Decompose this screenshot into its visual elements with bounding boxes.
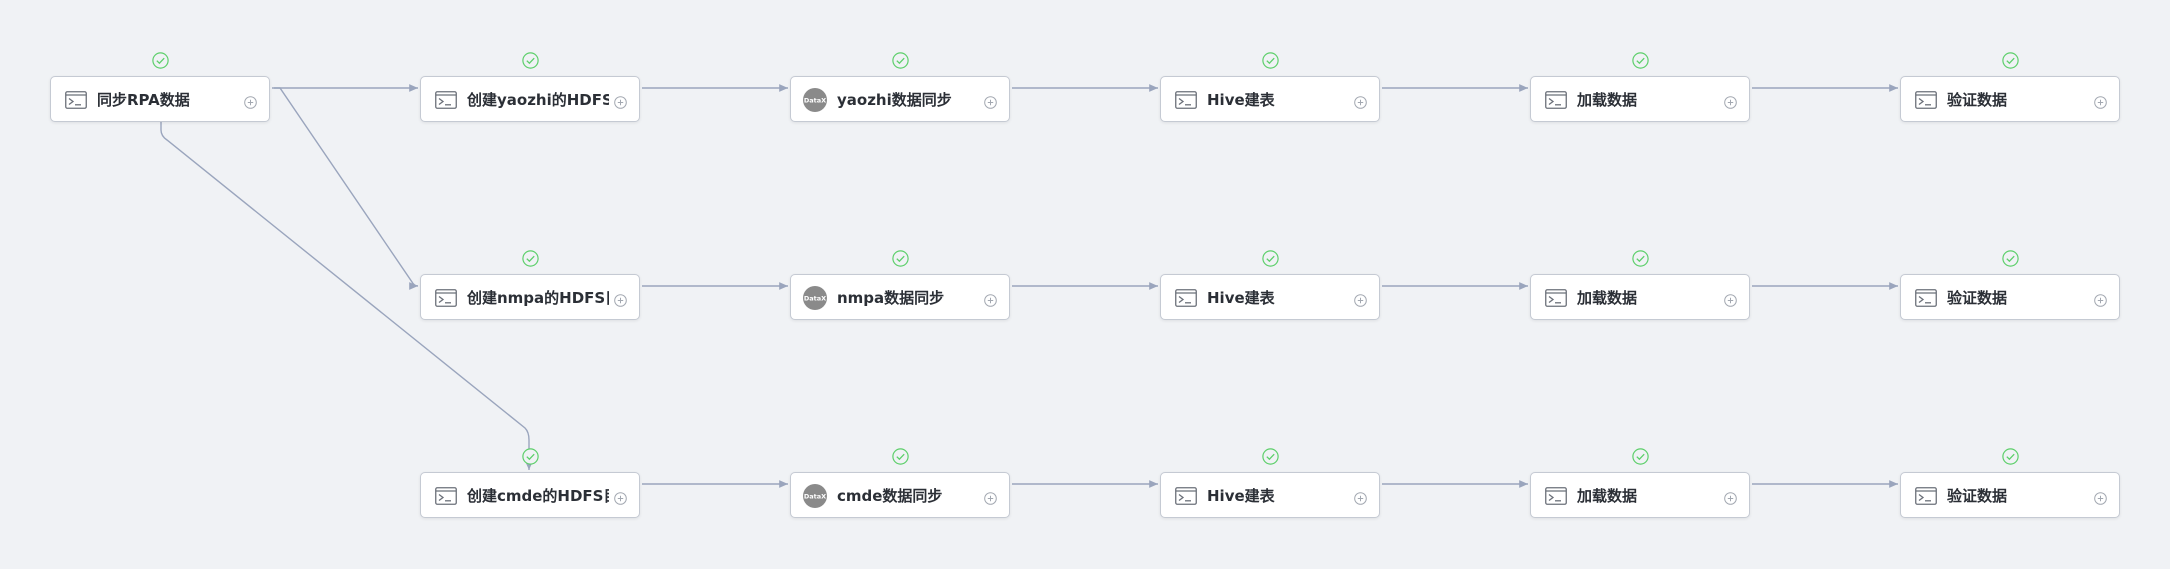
add-circle-icon[interactable] [1724,490,1737,505]
add-circle-icon[interactable] [614,490,627,505]
svg-text:DataX: DataX [804,97,826,105]
task-node-load_2[interactable]: 加载数据 [1530,274,1750,320]
success-check-icon [1631,52,1649,69]
terminal-icon [435,91,457,109]
task-node-hive_1[interactable]: Hive建表 [1160,76,1380,122]
add-circle-icon[interactable] [244,94,257,109]
success-check-icon [1631,448,1649,465]
task-node-label: 同步RPA数据 [97,91,190,109]
svg-text:DataX: DataX [804,493,826,501]
task-node-label: nmpa数据同步 [837,289,945,307]
add-circle-icon[interactable] [1354,292,1367,307]
task-node-hdfs_cmde[interactable]: 创建cmde的HDFS目录 [420,472,640,518]
datax-icon: DataX [803,484,827,508]
terminal-icon [1545,487,1567,505]
task-node-label: cmde数据同步 [837,487,943,505]
add-circle-icon[interactable] [1724,94,1737,109]
datax-icon: DataX [803,286,827,310]
task-node-label: 创建cmde的HDFS目录 [467,487,609,505]
success-check-icon [521,52,539,69]
task-node-datax_cmde[interactable]: DataX cmde数据同步 [790,472,1010,518]
task-node-label: Hive建表 [1207,91,1275,109]
task-node-label: 加载数据 [1577,91,1638,109]
terminal-icon [1175,91,1197,109]
task-node-verify_1[interactable]: 验证数据 [1900,76,2120,122]
terminal-icon [65,91,87,109]
add-circle-icon[interactable] [2094,94,2107,109]
datax-icon: DataX [803,88,827,112]
success-check-icon [151,52,169,69]
task-node-label: yaozhi数据同步 [837,91,952,109]
add-circle-icon[interactable] [1354,490,1367,505]
task-node-label: 验证数据 [1947,91,2008,109]
add-circle-icon[interactable] [614,292,627,307]
success-check-icon [891,448,909,465]
terminal-icon [1175,487,1197,505]
task-node-verify_3[interactable]: 验证数据 [1900,472,2120,518]
add-circle-icon[interactable] [614,94,627,109]
task-node-label: 加载数据 [1577,289,1638,307]
svg-text:DataX: DataX [804,295,826,303]
task-node-hive_3[interactable]: Hive建表 [1160,472,1380,518]
task-node-hdfs_nmpa[interactable]: 创建nmpa的HDFS目录 [420,274,640,320]
add-circle-icon[interactable] [1724,292,1737,307]
terminal-icon [435,289,457,307]
task-node-label: 验证数据 [1947,289,2008,307]
add-circle-icon[interactable] [984,490,997,505]
edge-sync_rpa-to-hdfs_nmpa[interactable] [274,87,419,290]
task-node-hive_2[interactable]: Hive建表 [1160,274,1380,320]
task-node-datax_nmpa[interactable]: DataX nmpa数据同步 [790,274,1010,320]
terminal-icon [435,487,457,505]
add-circle-icon[interactable] [984,292,997,307]
success-check-icon [521,448,539,465]
task-node-load_1[interactable]: 加载数据 [1530,76,1750,122]
add-circle-icon[interactable] [984,94,997,109]
add-circle-icon[interactable] [2094,292,2107,307]
task-node-sync_rpa[interactable]: 同步RPA数据 [50,76,270,122]
success-check-icon [2001,52,2019,69]
task-node-label: 验证数据 [1947,487,2008,505]
success-check-icon [2001,250,2019,267]
success-check-icon [521,250,539,267]
task-node-label: 创建nmpa的HDFS目录 [467,289,609,307]
task-node-label: 加载数据 [1577,487,1638,505]
terminal-icon [1915,289,1937,307]
task-node-load_3[interactable]: 加载数据 [1530,472,1750,518]
task-node-hdfs_yaozhi[interactable]: 创建yaozhi的HDFS目录 [420,76,640,122]
terminal-icon [1545,91,1567,109]
success-check-icon [891,52,909,69]
success-check-icon [1261,250,1279,267]
success-check-icon [2001,448,2019,465]
terminal-icon [1915,91,1937,109]
task-node-datax_yaozhi[interactable]: DataX yaozhi数据同步 [790,76,1010,122]
terminal-icon [1175,289,1197,307]
success-check-icon [1261,52,1279,69]
task-node-label: 创建yaozhi的HDFS目录 [467,91,609,109]
terminal-icon [1545,289,1567,307]
add-circle-icon[interactable] [1354,94,1367,109]
task-node-label: Hive建表 [1207,487,1275,505]
success-check-icon [1261,448,1279,465]
task-node-verify_2[interactable]: 验证数据 [1900,274,2120,320]
edge-sync_rpa-to-hdfs_cmde[interactable] [160,122,533,470]
success-check-icon [891,250,909,267]
success-check-icon [1631,250,1649,267]
terminal-icon [1915,487,1937,505]
add-circle-icon[interactable] [2094,490,2107,505]
task-node-label: Hive建表 [1207,289,1275,307]
